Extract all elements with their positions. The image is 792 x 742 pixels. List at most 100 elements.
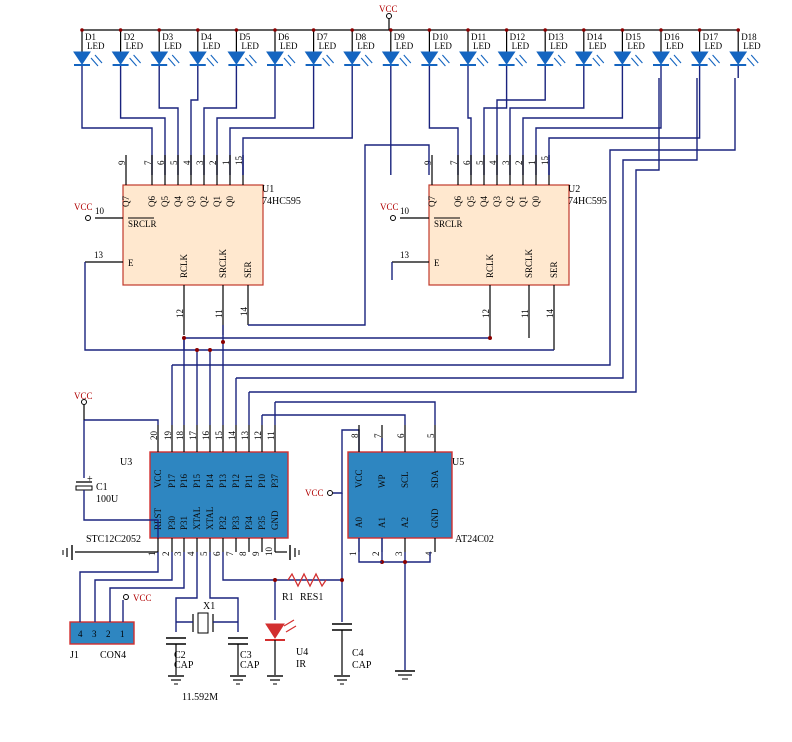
u2-top-pin-4: 4 <box>488 160 498 165</box>
c3-value: CAP <box>240 660 260 671</box>
u3-top-pin-12: 12 <box>253 431 263 440</box>
u1-name-q7: Q7 <box>121 196 131 207</box>
u2-name-q6: Q6 <box>453 196 463 207</box>
u3-top-pin-13: 13 <box>240 431 250 441</box>
u1-name-q5: Q5 <box>160 196 170 207</box>
c1-capacitor: + C1 100U <box>75 474 119 505</box>
c1-value: 100U <box>96 494 119 505</box>
u3-top-name-1: P17 <box>167 473 177 488</box>
u3-top-pin-18: 18 <box>175 431 185 441</box>
u5-bottom-pin-4: 4 <box>424 551 434 556</box>
led-designator-d4: D4 <box>201 32 212 42</box>
j1-pin-4: 4 <box>78 629 83 639</box>
u3-top-name-6: P12 <box>231 474 241 488</box>
led-type-d18: LED <box>743 41 761 51</box>
u3-top-name-3: P15 <box>192 473 202 488</box>
led-designator-d10: D10 <box>432 32 448 42</box>
u2-top-pin-3: 3 <box>501 160 511 165</box>
u3-top-pin-16: 16 <box>201 431 211 441</box>
u3-bottom-name-5: P32 <box>218 516 228 530</box>
u1-name-q0: Q0 <box>225 196 235 207</box>
j1-pin-2: 2 <box>106 629 111 639</box>
c2-designator: C2 <box>174 650 186 661</box>
u5-top-name-sda: SDA <box>430 469 440 488</box>
u2-part: 74HC595 <box>568 196 607 207</box>
u1-pin-13: 13 <box>94 250 104 260</box>
u3-bottom-name-1: P30 <box>167 515 177 530</box>
u2-top-pin-1: 1 <box>527 161 537 166</box>
c4-capacitor: C4 CAP <box>332 623 372 685</box>
j1-body <box>69 621 135 645</box>
j1-pin-3: 3 <box>92 629 97 639</box>
u1-pin-12: 12 <box>175 309 185 318</box>
u3-part: STC12C2052 <box>86 534 141 545</box>
u1-top-pin-15: 15 <box>234 156 244 166</box>
u2-pin-10: 10 <box>400 206 410 216</box>
u3-bottom-pin-2: 2 <box>161 552 171 557</box>
u1-name-q1: Q1 <box>212 196 222 207</box>
c4-designator: C4 <box>352 648 364 659</box>
u1-designator: U1 <box>262 184 274 195</box>
led-designator-d1: D1 <box>85 32 96 42</box>
u1-top-pin-9: 9 <box>117 160 127 165</box>
u5-bottom-name-3: GND <box>430 508 440 528</box>
u3-bottom-pin-5: 5 <box>199 551 209 556</box>
j1-connector: 4 3 2 1 J1 CON4 <box>69 621 135 661</box>
u5-designator: U5 <box>452 457 464 468</box>
u2-name-q1: Q1 <box>518 196 528 207</box>
u5-bottom-name-0: A0 <box>354 517 364 528</box>
u3-top-name-2: P16 <box>179 473 189 488</box>
u4-ir-led: U4 IR <box>265 619 308 685</box>
led-designator-d16: D16 <box>664 32 680 42</box>
led-designator-d8: D8 <box>355 32 366 42</box>
led-designator-d14: D14 <box>587 32 603 42</box>
u3-bottom-pin-8: 8 <box>238 551 248 556</box>
u3-top-pin-14: 14 <box>227 431 237 441</box>
led-designator-d15: D15 <box>625 32 641 42</box>
led-type-d9: LED <box>396 41 414 51</box>
u2-top-pin-7: 7 <box>449 160 459 165</box>
led-type-d13: LED <box>550 41 568 51</box>
u1-e: E <box>128 258 134 268</box>
u2-pin-11: 11 <box>520 309 530 318</box>
u2-pin-13: 13 <box>400 250 410 260</box>
u5-top-pin-8: 8 <box>350 433 360 438</box>
u2-name-q4: Q4 <box>479 196 489 207</box>
u2-ser: SER <box>549 261 559 278</box>
led-designator-d17: D17 <box>703 32 719 42</box>
u1-vcc-label: VCC <box>74 202 93 212</box>
u3-bottom-name-6: P33 <box>231 515 241 530</box>
u1-pin-11: 11 <box>214 309 224 318</box>
u2-rclk: RCLK <box>485 253 495 278</box>
u3-bottom-name-8: P35 <box>257 515 267 530</box>
u2-pin-14: 14 <box>545 309 555 319</box>
u3-top-name-7: P11 <box>244 474 254 488</box>
led-designator-d13: D13 <box>548 32 564 42</box>
u2-top-pin-15: 15 <box>540 156 550 166</box>
c2-value: CAP <box>174 660 194 671</box>
u2-vcc-label: VCC <box>380 202 399 212</box>
u5-top-pin-6: 6 <box>396 433 406 438</box>
x1-crystal: X1 11.592M <box>175 552 239 703</box>
u1-top-pin-5: 5 <box>169 160 179 165</box>
u1-name-q2: Q2 <box>199 196 209 207</box>
x1-value: 11.592M <box>182 692 218 703</box>
u5-body <box>347 451 453 539</box>
u5-top-name-scl: SCL <box>400 471 410 488</box>
u3-bottom-pin-7: 7 <box>225 551 235 556</box>
u2-top-pin-6: 6 <box>462 160 472 165</box>
u2-body <box>428 184 570 286</box>
led-type-d6: LED <box>280 41 298 51</box>
u3-bottom-name-4: XTAL <box>205 507 215 530</box>
u3-top-name-9: P37 <box>270 473 280 488</box>
u5-top-pin-5: 5 <box>426 433 436 438</box>
u3-top-name-0: VCC <box>153 469 163 488</box>
